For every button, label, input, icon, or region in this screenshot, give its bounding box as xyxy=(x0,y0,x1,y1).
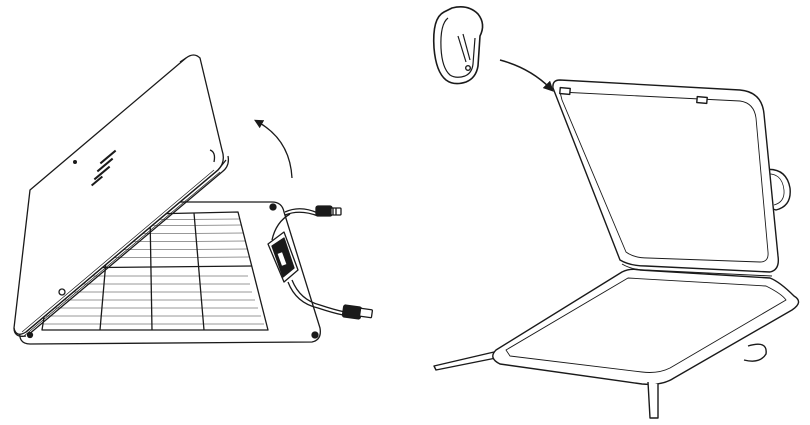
mc4-connector-bottom xyxy=(341,304,374,320)
right-illustration xyxy=(432,6,800,419)
solar-cable-assembly xyxy=(267,205,374,320)
left-illustration xyxy=(13,54,374,345)
case-back-panel xyxy=(552,79,791,273)
mc4-connector-top xyxy=(315,205,342,217)
curved-arrow-up-left xyxy=(254,119,293,179)
curved-arrow-right xyxy=(499,59,554,92)
junction-box xyxy=(267,231,299,283)
carabiner-icon xyxy=(432,6,484,85)
case-bottom-panel xyxy=(433,263,800,419)
lid-logo-marks xyxy=(73,149,117,187)
solar-lid-panel xyxy=(13,54,230,337)
